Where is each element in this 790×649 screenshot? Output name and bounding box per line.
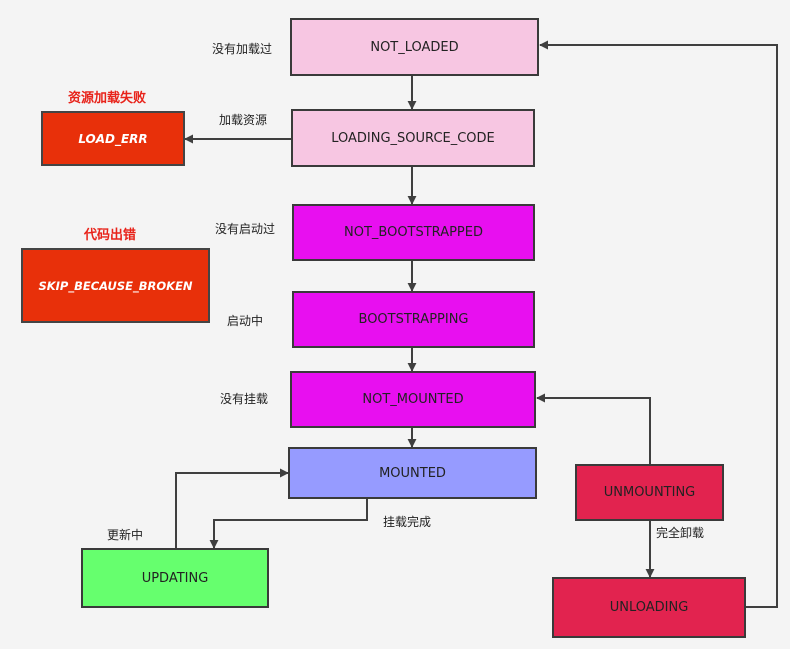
label-never-loaded: 没有加载过 [212,42,273,56]
label-bootstrapping: 启动中 [227,314,264,328]
label-not-mounted: 没有挂载 [220,392,269,406]
arrow-unloading-to-notloaded [539,40,778,608]
state-load-err: LOAD_ERR [41,111,185,166]
label-code-error: 代码出错 [84,228,137,243]
state-not-mounted: NOT_MOUNTED [290,371,536,428]
label-mount-complete: 挂载完成 [383,515,432,529]
label-unload-complete: 完全卸载 [656,526,705,540]
state-bootstrapping: BOOTSTRAPPING [292,291,535,348]
arrow-mounted-to-updating [209,499,368,549]
state-not-bootstrapped: NOT_BOOTSTRAPPED [292,204,535,261]
state-not-loaded: NOT_LOADED [290,18,539,76]
state-loading-source-code: LOADING_SOURCE_CODE [291,109,535,167]
label-load-resources: 加载资源 [219,113,268,127]
state-skip-because-broken: SKIP_BECAUSE_BROKEN [21,248,210,323]
label-never-bootstrapped: 没有启动过 [215,222,276,236]
state-unmounting: UNMOUNTING [575,464,724,521]
label-load-failed: 资源加载失败 [68,91,147,106]
state-updating: UPDATING [81,548,269,608]
arrow-unmounting-to-notmounted [536,393,651,464]
label-updating: 更新中 [107,528,144,542]
state-unloading: UNLOADING [552,577,746,638]
state-mounted: MOUNTED [288,447,537,499]
arrow-updating-to-mounted [175,468,289,548]
